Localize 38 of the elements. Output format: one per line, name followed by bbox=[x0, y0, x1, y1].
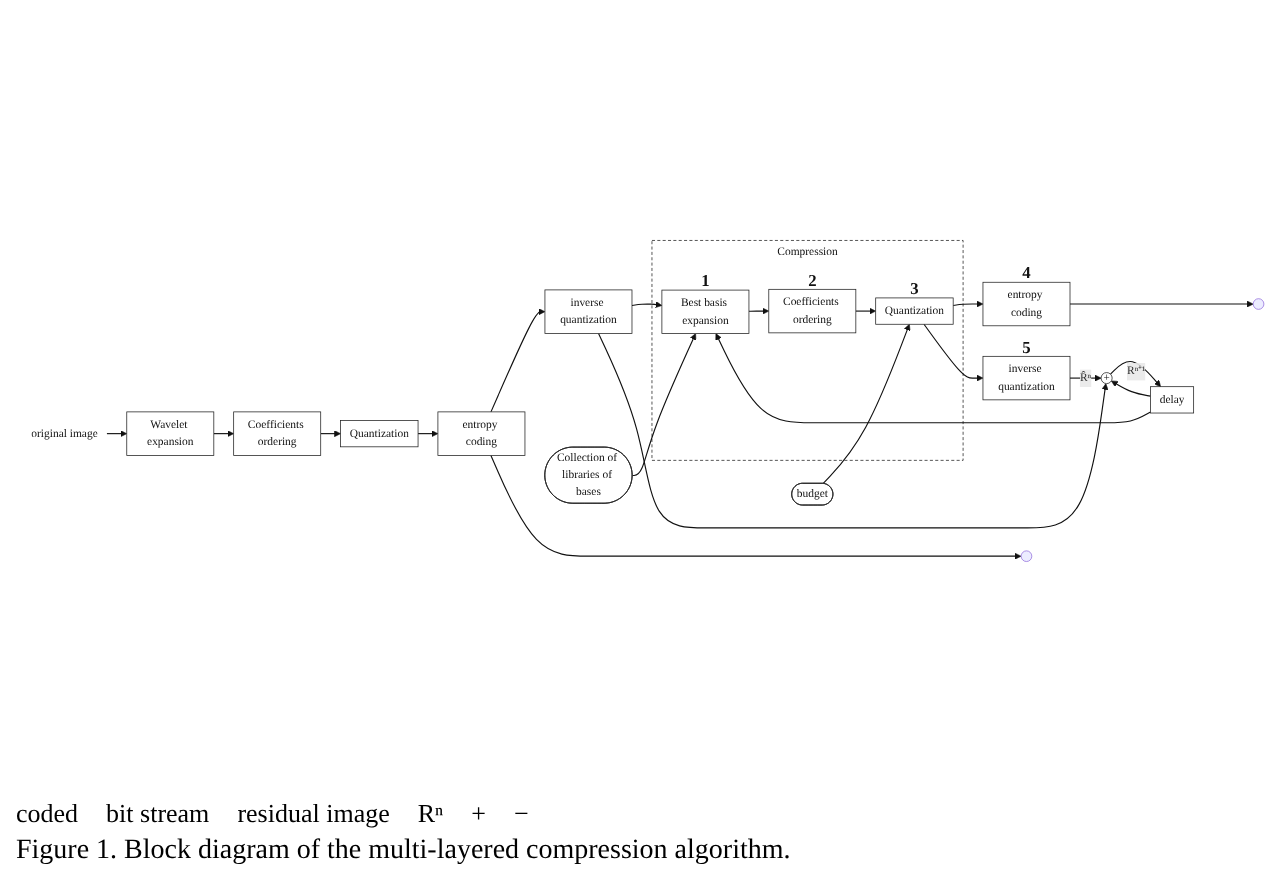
diagram-label: Rⁿ bbox=[417, 798, 444, 830]
diagram-label: bit stream bbox=[106, 798, 210, 830]
arrow bbox=[631, 301, 663, 308]
arrow bbox=[952, 300, 984, 308]
arrow bbox=[106, 430, 128, 437]
arrow bbox=[822, 323, 911, 485]
arrow bbox=[320, 430, 341, 437]
node-box bbox=[768, 288, 857, 334]
node-circle bbox=[1100, 372, 1113, 384]
diagram-label: + bbox=[471, 798, 486, 830]
node-box bbox=[661, 289, 750, 334]
arrow bbox=[597, 332, 1109, 529]
cluster bbox=[651, 240, 964, 461]
node-box bbox=[982, 355, 1071, 401]
diagram-label: residual image bbox=[237, 798, 390, 830]
node-box bbox=[875, 297, 954, 325]
diagram-label: coded bbox=[16, 798, 79, 830]
node-box bbox=[233, 411, 322, 456]
node-box bbox=[982, 281, 1071, 327]
node-box bbox=[126, 411, 215, 456]
node-box bbox=[340, 420, 419, 448]
arrow bbox=[631, 333, 697, 477]
arrow bbox=[923, 323, 984, 382]
arrow bbox=[748, 307, 770, 315]
node-box bbox=[544, 289, 633, 334]
node-box bbox=[1150, 386, 1195, 414]
arrow bbox=[715, 333, 1152, 424]
arrow bbox=[213, 430, 234, 437]
figure-caption: Figure 1. Block diagram of the multi-layered compression algorithm. bbox=[16, 836, 793, 868]
arrow bbox=[417, 430, 439, 437]
diagram-label: − bbox=[513, 798, 529, 830]
arrow bbox=[490, 308, 546, 413]
arrow bbox=[1069, 300, 1254, 308]
node-box bbox=[437, 411, 526, 456]
arrow bbox=[1111, 380, 1152, 397]
arrow bbox=[1109, 360, 1161, 387]
arrow bbox=[490, 454, 1022, 560]
arrow bbox=[855, 307, 876, 315]
